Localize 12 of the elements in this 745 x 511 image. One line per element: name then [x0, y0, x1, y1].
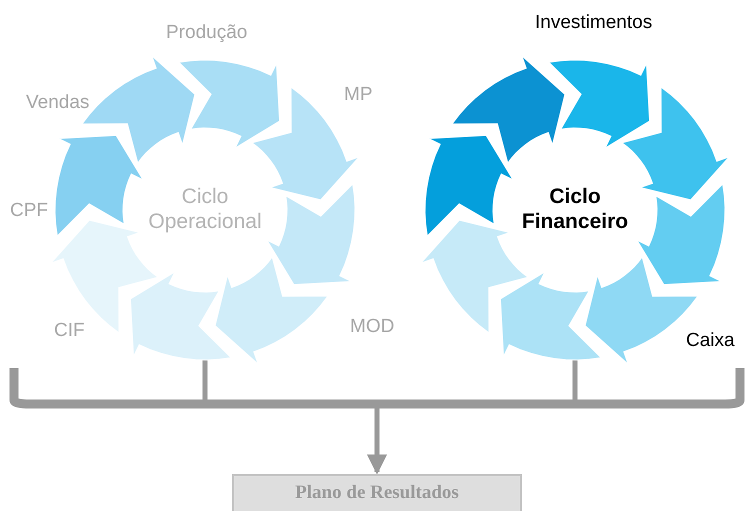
stage-label: MOD: [350, 316, 394, 338]
stage-label: CPF: [10, 200, 48, 222]
stage-label: Produção: [166, 22, 248, 44]
connector-arrow: [367, 360, 578, 474]
stage-label: Investimentos: [535, 12, 652, 34]
cycle-title: Ciclo Financeiro: [520, 184, 630, 234]
result-box: Plano de Resultados: [232, 474, 522, 511]
stage-label: MP: [344, 84, 372, 106]
stage-label: Vendas: [26, 92, 90, 114]
stage-label: CIF: [54, 320, 85, 342]
stage-label: Caixa: [686, 330, 735, 352]
cycle-title: Ciclo Operacional: [147, 184, 263, 234]
